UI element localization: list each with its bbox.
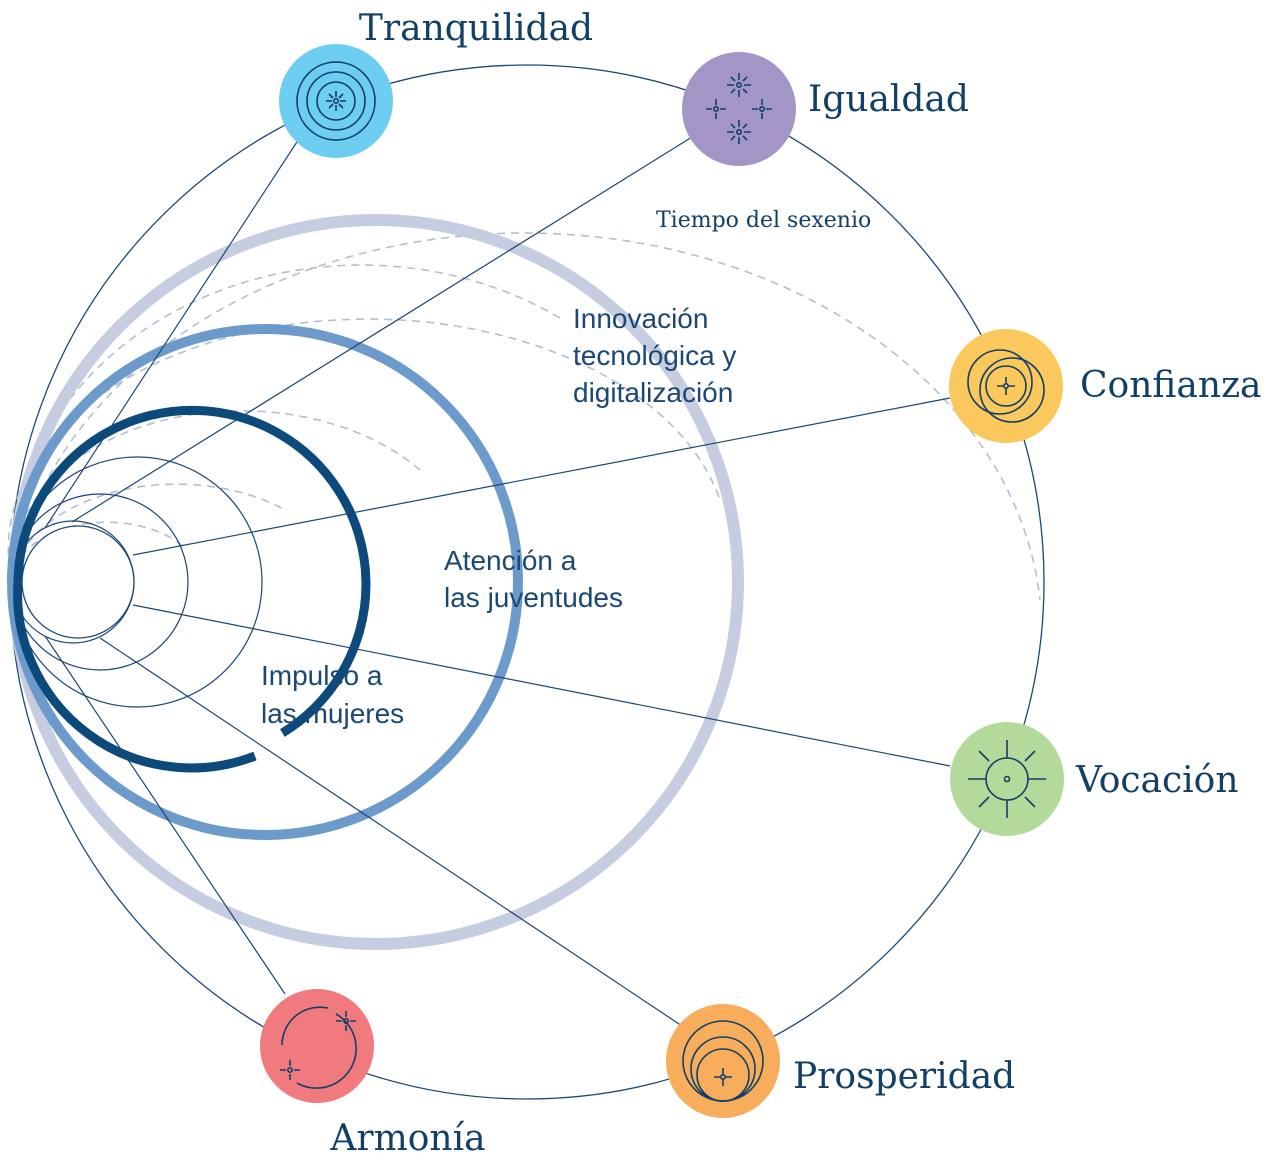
armonia-label: Armonía xyxy=(329,1118,485,1154)
node-prosperidad: Prosperidad xyxy=(666,1004,1015,1118)
time-label: Tiempo del sexenio xyxy=(656,208,871,233)
node-vocacion: Vocación xyxy=(950,722,1239,836)
ring-youth xyxy=(7,324,523,840)
igualdad-circle xyxy=(682,52,796,166)
women-label-line1: Impulso a xyxy=(261,660,383,691)
vocacion-label: Vocación xyxy=(1075,760,1239,801)
node-confianza: Confianza xyxy=(949,329,1262,443)
innovation-label-line1: Innovación xyxy=(573,303,708,334)
tranquilidad-label: Tranquilidad xyxy=(359,8,593,49)
connector-lines xyxy=(44,127,951,1027)
innovation-label-line3: digitalización xyxy=(573,377,733,408)
innovation-label-line2: tecnológica y xyxy=(573,340,736,371)
youth-label-line1: Atención a xyxy=(444,545,577,576)
nested-circles-star-icon xyxy=(682,1020,764,1102)
prosperidad-label: Prosperidad xyxy=(793,1056,1015,1097)
vocacion-circle xyxy=(950,722,1064,836)
innovation-label: Innovación tecnológica y digitalización xyxy=(573,303,736,408)
youth-label: Atención a las juventudes xyxy=(444,545,623,613)
node-igualdad: Igualdad xyxy=(682,52,969,166)
tranquilidad-circle xyxy=(279,44,393,158)
radiating-star-icon xyxy=(968,740,1046,818)
igualdad-label: Igualdad xyxy=(808,79,969,120)
orbit-stars-icon xyxy=(280,1006,357,1089)
overlapping-circles-star-icon xyxy=(967,349,1045,423)
four-stars-icon xyxy=(706,73,772,144)
youth-label-line2: las juventudes xyxy=(444,582,623,613)
ring-women-lower xyxy=(13,581,257,773)
node-tranquilidad: Tranquilidad xyxy=(279,8,593,158)
inner-core-circle xyxy=(21,525,135,639)
women-label-line2: las mujeres xyxy=(261,698,404,729)
confianza-circle xyxy=(949,329,1063,443)
node-armonia: Armonía xyxy=(260,989,486,1154)
concentric-circles-star-icon xyxy=(296,61,376,141)
confianza-label: Confianza xyxy=(1080,365,1262,406)
women-label: Impulso a las mujeres xyxy=(261,660,404,729)
